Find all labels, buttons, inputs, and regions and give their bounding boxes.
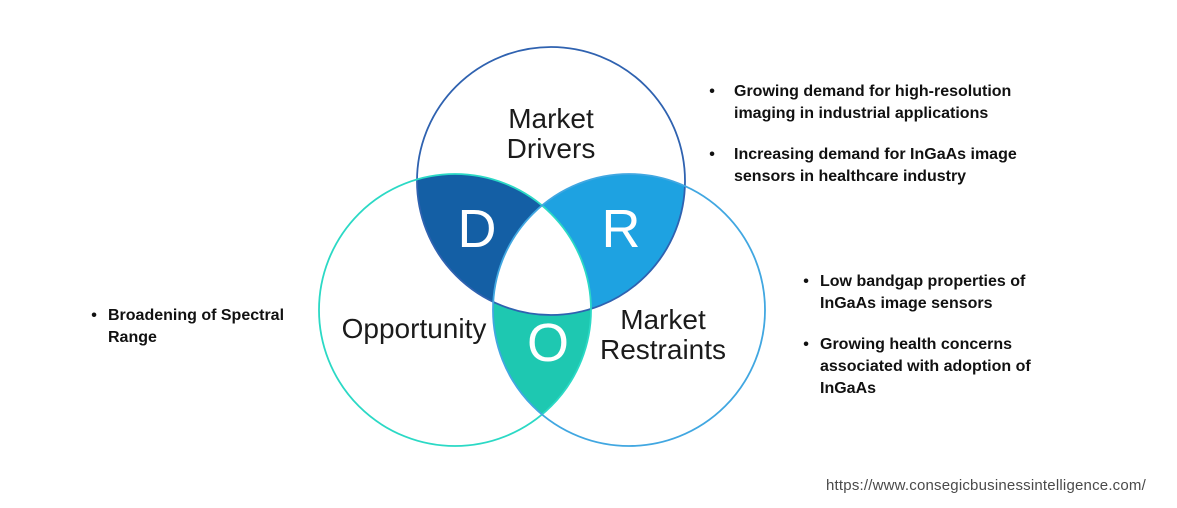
bullet-text: Growing demand for high-resolution imagi… [734,83,1012,122]
opportunity-circle-outline [318,173,592,447]
bullet-text: Increasing demand for InGaAs image senso… [734,146,1017,185]
bullet-icon [706,81,718,103]
list-item: Low bandgap properties of InGaAs image s… [800,271,1070,315]
bullet-icon [800,271,812,293]
list-item: Growing demand for high-resolution imagi… [706,81,1046,125]
bullet-text: Growing health concerns associated with … [820,336,1031,397]
drivers-circle-outline [416,46,686,316]
drivers-letter: D [458,199,497,259]
opportunity-letter: O [527,313,569,373]
list-item: Broadening of Spectral Range [88,305,310,349]
restraints-letter: R [602,199,641,259]
source-url: https://www.consegicbusinessintelligence… [826,477,1146,494]
drivers-circle-label: Market Drivers [506,103,596,164]
restraints-circle-outline [492,173,766,447]
bullet-text: Low bandgap properties of InGaAs image s… [820,273,1026,312]
bullet-icon [800,334,812,356]
bullet-text: Broadening of Spectral Range [108,307,285,346]
restraints-bullet-list: Low bandgap properties of InGaAs image s… [800,271,1070,400]
list-item: Growing health concerns associated with … [800,334,1070,400]
opportunity-circle-label: Opportunity [341,313,487,344]
restraints-circle-label: Market Restraints [599,304,727,365]
opportunity-bullet-list: Broadening of Spectral Range [88,305,310,349]
bullet-icon [706,144,718,166]
bullet-icon [88,305,100,327]
drivers-bullet-list: Growing demand for high-resolution imagi… [706,81,1046,188]
list-item: Increasing demand for InGaAs image senso… [706,144,1046,188]
